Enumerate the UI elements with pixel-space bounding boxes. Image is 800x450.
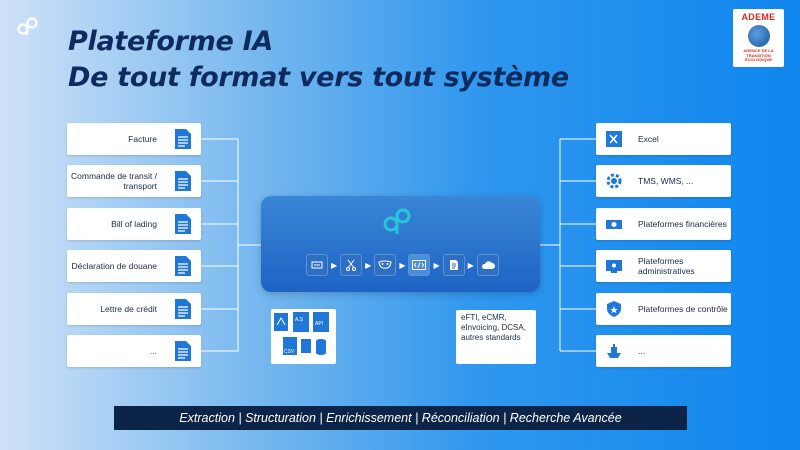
svg-text:A.S: A.S [295, 317, 304, 323]
output-item-tms-wms: TMS, WMS, ... [596, 165, 731, 197]
output-item-more: ... [596, 335, 731, 367]
scan-icon [306, 254, 328, 276]
page-subtitle: De tout format vers tout système [68, 62, 569, 93]
document-icon [175, 214, 191, 234]
ai-platform-hub: ▶ ▶ ▶ ▶ ▶ [261, 196, 540, 292]
input-item-lettre: Lettre de crédit [67, 293, 201, 325]
svg-text:CSV: CSV [284, 349, 295, 355]
input-label: Bill of lading [111, 219, 157, 229]
brand-logo-icon [17, 17, 38, 35]
screen-icon [606, 260, 622, 273]
document-icon [175, 171, 191, 191]
mask-icon [374, 254, 397, 276]
page-title: Plateforme IA [68, 26, 273, 57]
arrow-icon: ▶ [467, 260, 474, 270]
shield-icon [607, 301, 621, 317]
output-label: Plateformes administratives [638, 256, 695, 276]
svg-text:API: API [315, 321, 323, 327]
output-label: ... [638, 346, 646, 356]
output-item-excel: Excel [596, 123, 731, 155]
scissors-icon [340, 254, 363, 276]
document-icon [175, 256, 191, 276]
input-item-declaration: Déclaration de douane [67, 250, 201, 282]
output-label: TMS, WMS, ... [638, 176, 694, 186]
code-icon [408, 254, 431, 276]
output-label: Plateformes de contrôle [638, 304, 728, 314]
arrow-icon: ▶ [331, 260, 338, 270]
arrow-icon: ▶ [365, 260, 372, 270]
globe-icon [747, 25, 770, 47]
input-item-facture: Facture [67, 123, 201, 155]
input-label: Facture [128, 134, 157, 144]
document-icon [175, 341, 191, 361]
input-item-bill-of-lading: Bill of lading [67, 208, 201, 240]
input-item-commande: Commande de transit / transport [67, 165, 201, 197]
input-label: Lettre de crédit [100, 304, 157, 314]
file-formats-box: A.S API CSV [271, 309, 336, 364]
gear-icon [606, 173, 622, 189]
document-icon [175, 299, 191, 319]
money-icon [606, 220, 622, 229]
doc-icon [442, 254, 465, 276]
output-item-control: Plateformes de contrôle [596, 293, 731, 325]
input-item-more: ... [67, 335, 201, 367]
cloud-icon [476, 254, 499, 276]
input-label: Déclaration de douane [71, 261, 157, 271]
ship-icon [607, 344, 621, 358]
output-item-administrative: Plateformes administratives [596, 250, 731, 282]
input-label: Commande de transit / transport [71, 171, 157, 191]
ademe-name: ADEME [741, 12, 776, 22]
standards-box: eFTI, eCMR, eInvoicing, DCSA, autres sta… [456, 310, 536, 364]
pipeline-steps: ▶ ▶ ▶ ▶ ▶ [306, 254, 499, 276]
input-label: ... [149, 346, 157, 356]
ademe-badge: ADEME AGENCE DE LA TRANSITION ÉCOLOGIQUE [733, 9, 784, 67]
brand-logo-icon [383, 208, 411, 234]
arrow-icon: ▶ [399, 260, 406, 270]
ademe-subtitle: AGENCE DE LA TRANSITION ÉCOLOGIQUE [743, 48, 774, 63]
file-formats-icon: A.S API CSV [274, 312, 329, 355]
arrow-icon: ▶ [433, 260, 440, 270]
document-icon [175, 129, 191, 149]
output-label: Plateformes financières [638, 219, 727, 229]
output-item-financial: Plateformes financières [596, 208, 731, 240]
output-label: Excel [638, 134, 659, 144]
excel-icon [606, 131, 622, 147]
capabilities-footer: Extraction | Structuration | Enrichissem… [114, 406, 687, 430]
